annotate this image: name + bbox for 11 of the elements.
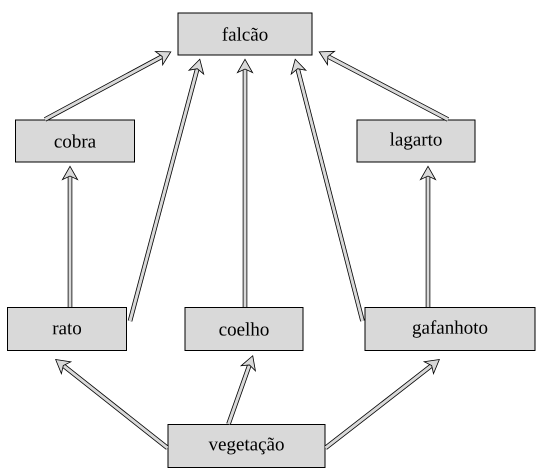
arrow: [290, 58, 365, 322]
species-box: lagarto: [356, 120, 476, 162]
species-box: falcão: [178, 12, 312, 56]
species-box: gafanhoto: [364, 306, 536, 351]
species-box: vegetação: [168, 424, 326, 468]
arrow: [318, 50, 450, 122]
species-box: cobra: [15, 120, 135, 162]
arrow: [44, 51, 172, 122]
arrow: [128, 58, 204, 322]
species-box: rato: [7, 306, 127, 351]
species-box: coelho: [184, 306, 304, 351]
